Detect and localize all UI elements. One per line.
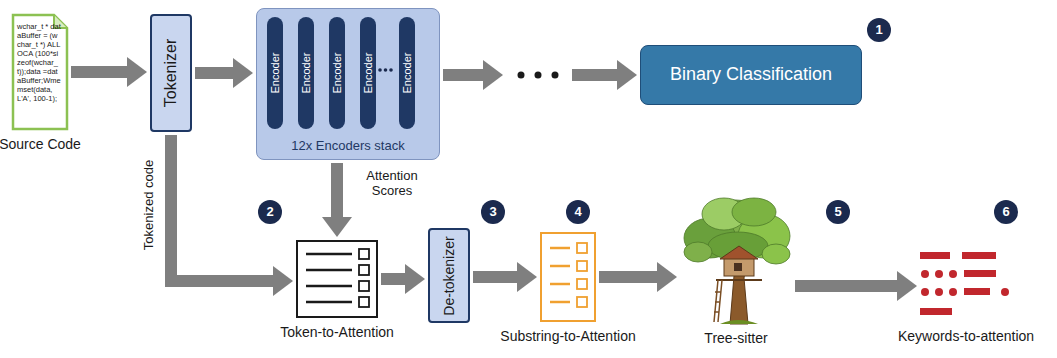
node-label: Source Code	[0, 136, 81, 152]
encoder-stack: 12x Encoders stack Encoder Encoder Encoder E…	[256, 8, 440, 160]
flow-arrow	[71, 57, 147, 87]
node-label: Encoder	[331, 53, 343, 94]
callout-number: 3	[481, 200, 505, 224]
flow-arrow	[795, 271, 917, 301]
arrow-shaft	[71, 66, 128, 78]
tree-sitter-illustration: Tree-sitter	[680, 196, 792, 328]
arrow-head	[617, 60, 637, 90]
flow-arrow	[322, 163, 352, 237]
arrow-head	[273, 266, 293, 296]
node-label: Tree-sitter	[704, 330, 767, 346]
node-label: Encoder	[362, 53, 374, 94]
node-label: Keywords-to-attention	[898, 328, 1034, 344]
node-label: Tokenizer	[162, 39, 180, 107]
node-label: 12x Encoders stack	[257, 138, 439, 153]
arrow-head	[657, 262, 677, 292]
node-illustration	[920, 250, 1012, 322]
node-illustration	[296, 240, 378, 318]
arrow-head	[127, 57, 147, 87]
arrow-head	[483, 60, 503, 90]
flow-arrow	[195, 58, 253, 88]
node-label: De-tokenizer	[441, 236, 457, 315]
flow-arrow	[473, 262, 537, 292]
node-illustration	[540, 232, 596, 322]
node-label: Substring-to-Attention	[500, 328, 635, 344]
source-document: wchar_t * dataBuffer = (wchar_t *) ALLOC…	[12, 14, 68, 130]
edge-label: Tokenized code	[141, 160, 156, 250]
flow-arrow	[443, 60, 637, 90]
arrow-head	[233, 58, 253, 88]
callout-number: 4	[566, 200, 590, 224]
flow-arrow	[381, 264, 425, 294]
encoder-block: Encoder	[267, 17, 283, 129]
callout-number: 6	[994, 200, 1018, 224]
node-label: Encoder	[300, 53, 312, 94]
arrow-head	[322, 217, 352, 237]
node-label: Binary Classification	[641, 46, 861, 102]
arrow-shaft	[331, 163, 343, 218]
substring-attention-icon: Substring-to-Attention	[540, 232, 596, 322]
arrow-shaft	[599, 271, 658, 283]
arrow-shaft	[795, 280, 898, 292]
flow-arrow	[599, 262, 677, 292]
node-label: Token-to-Attention	[280, 324, 394, 340]
code-snippet: wchar_t * dataBuffer = (wchar_t *) ALLOC…	[17, 22, 61, 103]
node-illustration	[680, 196, 792, 328]
edge-label: Attention Scores	[350, 168, 434, 198]
callout-number: 5	[826, 200, 850, 224]
arrow-shaft	[443, 69, 484, 81]
classification-box: Binary Classification	[640, 45, 862, 105]
node-label: Encoder	[401, 53, 413, 94]
keywords-attention-icon: Keywords-to-attention	[920, 250, 1012, 322]
arrow-head	[405, 264, 425, 294]
arrow-shaft	[473, 271, 518, 283]
arrow-shaft	[572, 69, 618, 81]
encoder-block: Encoder	[360, 17, 376, 129]
encoder-block: Encoder	[329, 17, 345, 129]
detokenizer-box: De-tokenizer	[428, 228, 470, 323]
token-attention-icon: Token-to-Attention	[296, 240, 378, 318]
callout-number: 1	[867, 18, 891, 42]
callout-number: 2	[258, 200, 282, 224]
arrow-head	[897, 271, 917, 301]
arrow-shaft	[381, 273, 406, 285]
node-label: Encoder	[269, 53, 281, 94]
encoder-ellipsis	[378, 68, 393, 72]
encoder-block: Encoder	[298, 17, 314, 129]
encoder-block: Encoder	[399, 17, 415, 129]
arrow-head	[517, 262, 537, 292]
pipeline-ellipsis	[518, 72, 559, 79]
arrow-shaft	[195, 67, 234, 79]
tokenizer-box: Tokenizer	[150, 14, 192, 132]
